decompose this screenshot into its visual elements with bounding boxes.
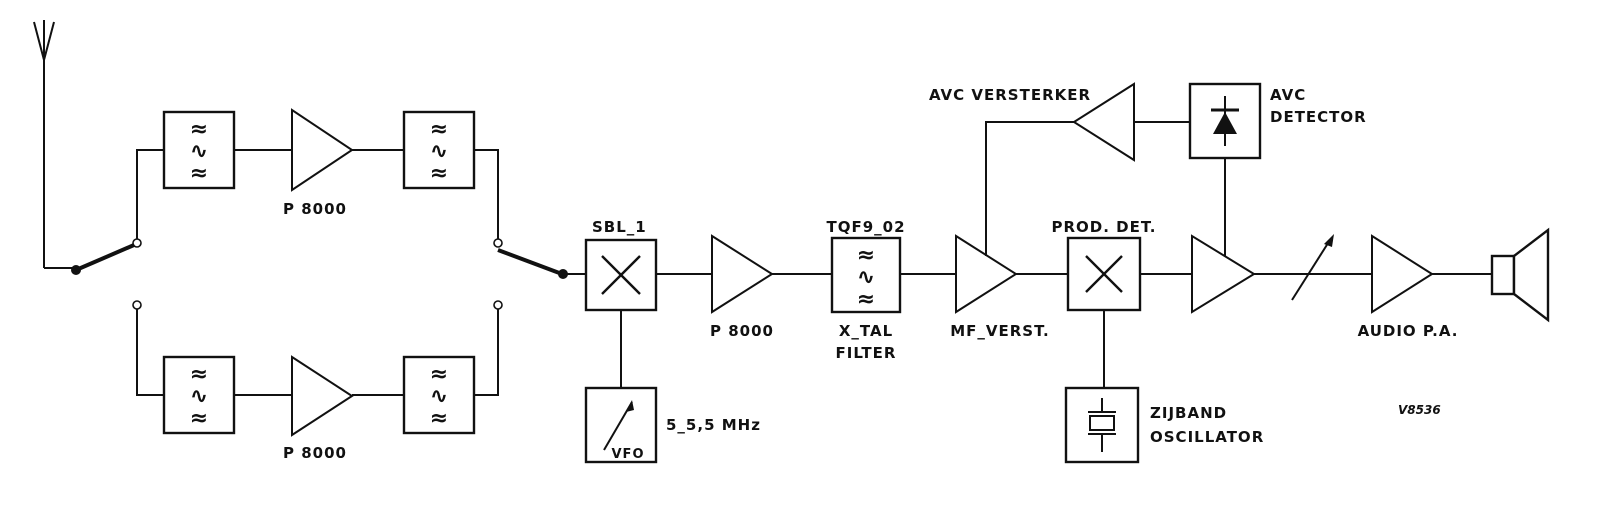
amplifier-triangle-icon (1371, 234, 1434, 314)
vfo-box: VFO (584, 386, 658, 464)
svg-text:≈: ≈ (857, 287, 875, 312)
avc-detector-label-1: AVC (1270, 86, 1306, 104)
svg-text:∿: ∿ (430, 139, 448, 164)
bandpass-filter-icon: ≈ ∿ ≈ (162, 355, 236, 435)
mixer-x-icon (1066, 236, 1142, 312)
p8000-top-label: P 8000 (283, 200, 347, 218)
svg-text:∿: ∿ (190, 139, 208, 164)
output-switch-icon (493, 238, 568, 310)
mf-verst-label: MF_VERST. (950, 322, 1050, 340)
amplifier-triangle-icon (291, 355, 354, 437)
svg-text:≈: ≈ (430, 406, 448, 431)
crystal-filter-icon: ≈ ∿ ≈ (830, 236, 902, 314)
amplifier-triangle-icon (291, 108, 354, 192)
bandpass-filter-icon: ≈ ∿ ≈ (402, 355, 476, 435)
reference-number: V8536 (1398, 403, 1441, 417)
amplifier-triangle-icon (711, 234, 774, 314)
crystal-icon (1064, 386, 1140, 464)
amplifier-triangle-icon (1191, 234, 1256, 314)
svg-text:∿: ∿ (190, 384, 208, 409)
prod-det-label: PROD. DET. (1051, 218, 1156, 236)
svg-text:≈: ≈ (430, 161, 448, 186)
svg-text:≈: ≈ (190, 161, 208, 186)
speaker-icon (1490, 227, 1550, 323)
svg-text:≈: ≈ (190, 117, 208, 142)
antenna-icon (33, 20, 76, 269)
zijband-label-1: ZIJBAND (1150, 404, 1227, 422)
svg-text:≈: ≈ (430, 117, 448, 142)
svg-text:≈: ≈ (190, 406, 208, 431)
bandpass-filter-icon: ≈ ∿ ≈ (162, 110, 236, 190)
vfo-range-label: 5_5,5 MHz (666, 416, 761, 434)
svg-text:∿: ∿ (430, 384, 448, 409)
tqf-label: TQF9_02 (826, 218, 905, 236)
variable-arrow-icon (1291, 234, 1334, 301)
input-switch-icon (71, 238, 142, 310)
svg-text:∿: ∿ (857, 265, 875, 290)
p8000-bottom-label: P 8000 (283, 444, 347, 462)
svg-text:≈: ≈ (190, 362, 208, 387)
bandpass-filter-icon: ≈ ∿ ≈ (402, 110, 476, 190)
avc-detector-label-2: DETECTOR (1270, 108, 1367, 126)
xtal-label-1: X_TAL (839, 322, 893, 340)
xtal-label-2: FILTER (836, 344, 897, 362)
avc-versterker-label: AVC VERSTERKER (929, 86, 1091, 104)
svg-text:≈: ≈ (857, 243, 875, 268)
diode-icon (1188, 82, 1262, 160)
zijband-label-2: OSCILLATOR (1150, 428, 1264, 446)
vfo-label: VFO (612, 447, 645, 462)
mixer-x-icon (584, 238, 658, 312)
sbl1-label: SBL_1 (592, 218, 647, 236)
p8000-mid-label: P 8000 (710, 322, 774, 340)
svg-text:≈: ≈ (430, 362, 448, 387)
audio-pa-label: AUDIO P.A. (1358, 322, 1459, 340)
